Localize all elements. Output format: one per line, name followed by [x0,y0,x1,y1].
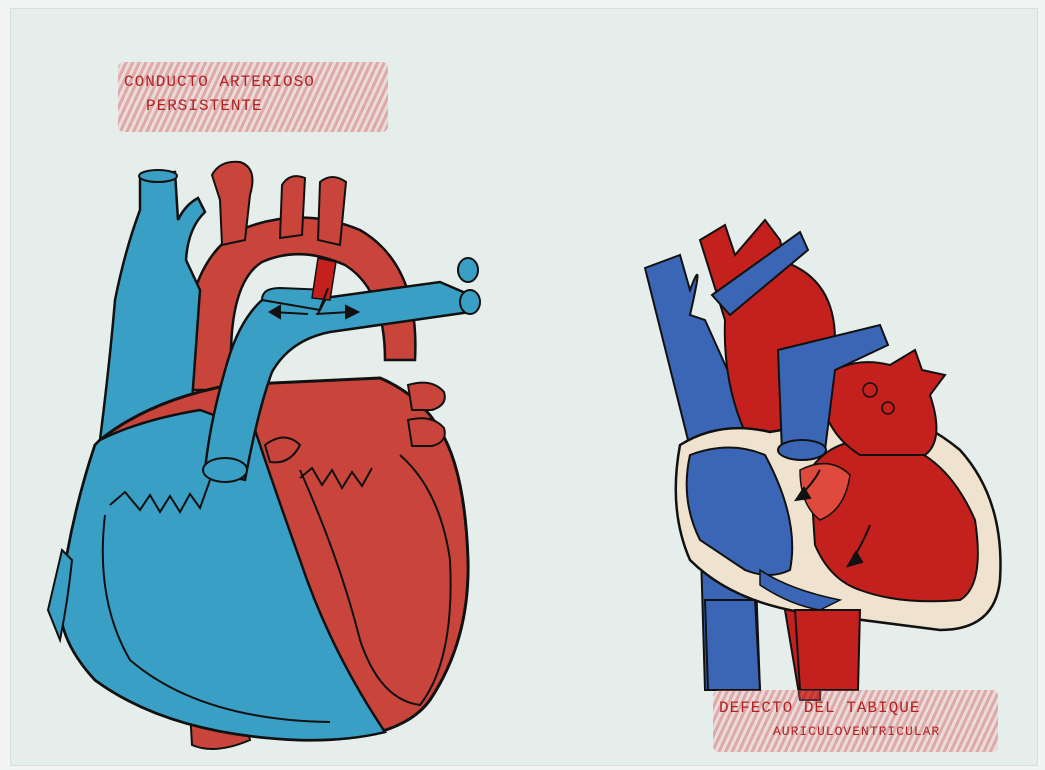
left-heart-drawing [48,162,480,749]
pulmonary-trunk-base [203,458,247,482]
label-conducto-arterioso: CONDUCTO ARTERIOSO PERSISTENTE [118,62,388,132]
av-ivc [705,600,760,690]
label-defecto-tabique: DEFECTO DEL TABIQUE AURICULOVENTRICULAR [713,690,998,752]
pulmonary-vessel-ends-bottom [460,290,480,314]
label-right-line2: AURICULOVENTRICULAR [713,722,998,742]
av-descending-aorta [795,610,860,690]
brachiocephalic-branch [212,162,252,245]
right-heart-drawing [645,220,1001,700]
svc-opening [139,170,177,182]
label-left-line1: CONDUCTO ARTERIOSO [118,72,388,92]
left-subclavian-branch [318,177,346,245]
pulmonary-vessel-ends-top [458,258,478,282]
left-carotid-branch [280,176,305,238]
av-trunk-base [778,440,826,460]
label-left-line2: PERSISTENTE [118,96,388,116]
ductus-arteriosus [312,258,336,300]
label-right-line1: DEFECTO DEL TABIQUE [713,698,998,718]
